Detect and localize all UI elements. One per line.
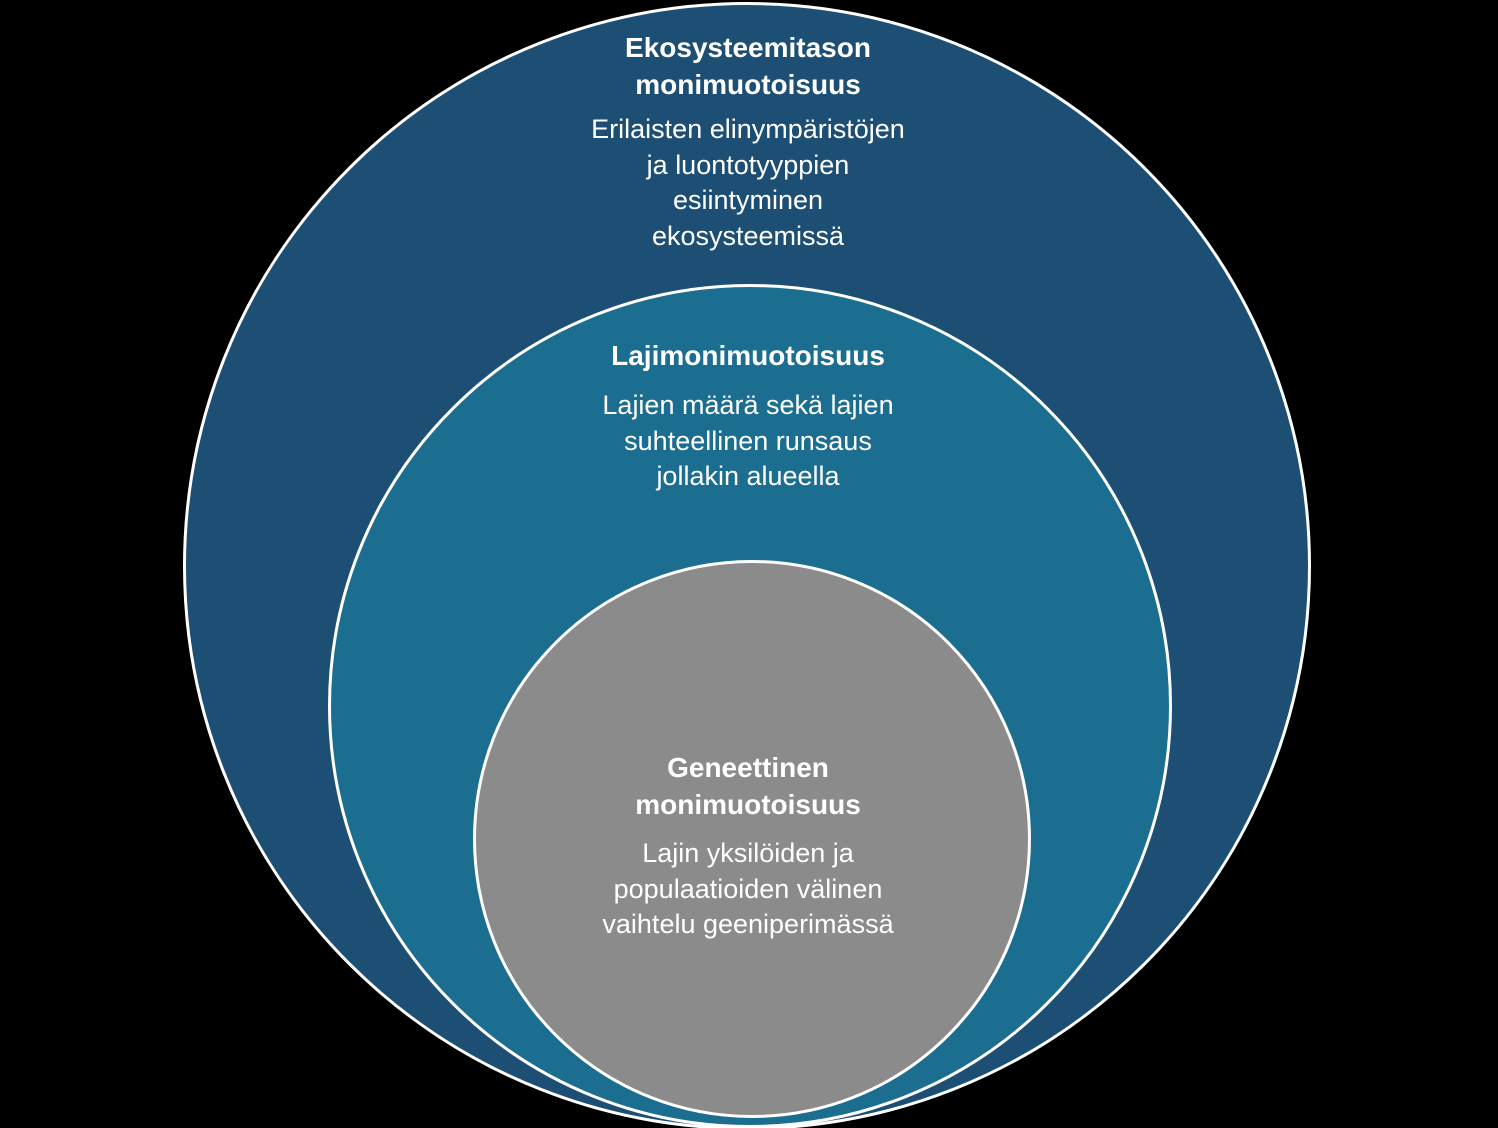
species-diversity-description: Lajien määrä sekä lajien suhteellinen ru… bbox=[602, 390, 894, 492]
genetic-diversity-title: Geneettinen monimuotoisuus bbox=[635, 752, 861, 820]
ecosystem-diversity-title: Ekosysteemitason monimuotoisuus bbox=[625, 32, 871, 100]
genetic-diversity-description: Lajin yksilöiden ja populaatioiden välin… bbox=[602, 838, 894, 940]
ecosystem-diversity-description: Erilaisten elinympäristöjen ja luontotyy… bbox=[591, 114, 905, 251]
genetic-diversity-circle bbox=[473, 560, 1031, 1118]
species-diversity-title: Lajimonimuotoisuus bbox=[611, 340, 885, 371]
